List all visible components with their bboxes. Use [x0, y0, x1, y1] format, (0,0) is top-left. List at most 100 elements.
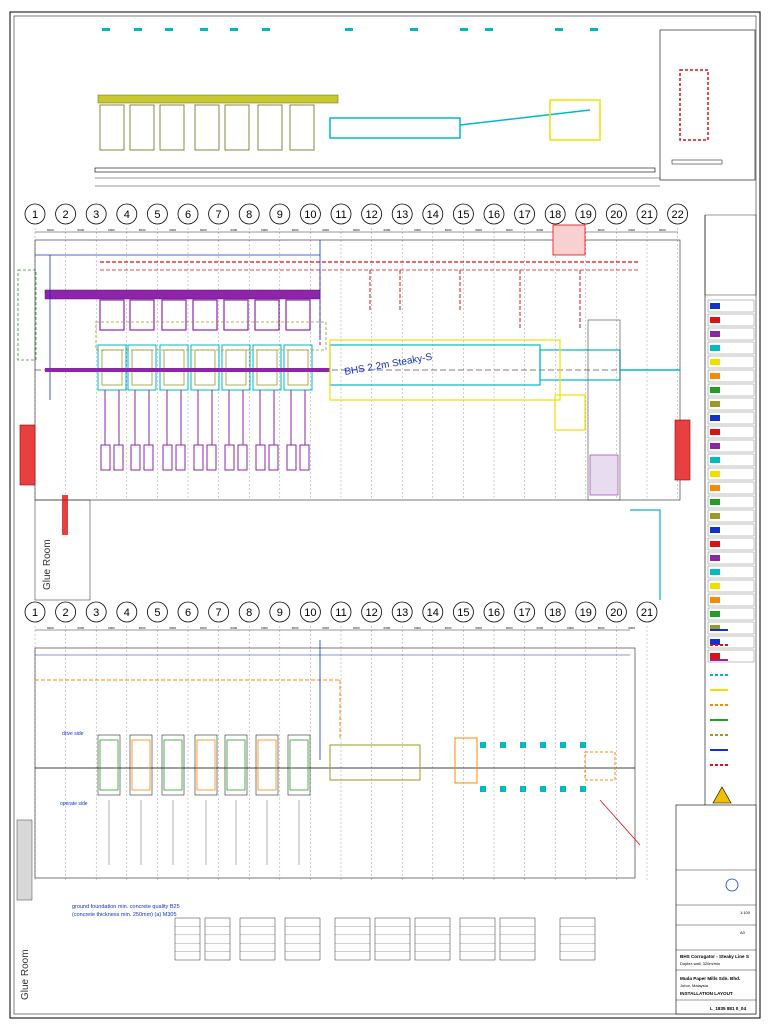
station-tag: [590, 28, 598, 31]
bottom-grid-bubble: [299, 601, 321, 623]
top-grid-spacing: 6000: [598, 228, 605, 232]
bottom-grid-spacing: 6000: [506, 626, 513, 630]
top-grid-number: 17: [518, 209, 530, 221]
legend-row: [707, 453, 755, 467]
wet-unit-head: [285, 299, 311, 331]
wet-end-units-top: [45, 299, 330, 471]
bottom-grid-bubble: [85, 601, 107, 623]
legend-row: [707, 411, 755, 425]
schedule-table: [204, 917, 231, 961]
top-grid-number: 15: [457, 209, 469, 221]
conveyor-foot: [520, 786, 526, 792]
roll-stand-foot: [130, 444, 141, 471]
station-tag: [134, 28, 142, 31]
conveyor-foot: [520, 742, 526, 748]
foundation-outline: [196, 739, 216, 791]
top-grid-number: 16: [488, 209, 500, 221]
legend-row: [707, 495, 755, 509]
roll-stand-foot: [143, 444, 154, 471]
bottom-grid-bubble: [116, 601, 138, 623]
bottom-grid-bubble: [606, 601, 627, 623]
top-grid-number: 20: [610, 209, 622, 221]
wet-unit-body: [159, 344, 189, 391]
bottom-grid-number: 15: [457, 607, 469, 619]
legend-swatch: [710, 443, 720, 449]
unit-6: [257, 104, 283, 151]
bottom-grid-spacing: 6000: [139, 626, 146, 630]
legend-swatch: [710, 387, 720, 393]
bridge-cyan: [329, 117, 461, 139]
legend-swatch: [710, 541, 720, 547]
tb-drawing-no: L_1835 881 0_04: [710, 1006, 746, 1011]
legend-row: [707, 341, 755, 355]
legend-row: [707, 579, 755, 593]
drawing-inner-frame: [13, 15, 757, 1015]
legend-swatch: [710, 639, 720, 645]
legend-swatch: [710, 499, 720, 505]
conveyor-foot: [560, 742, 566, 748]
top-grid-bubble: [544, 203, 566, 225]
top-grid-spacing: 6000: [292, 228, 299, 232]
wet-unit-head: [223, 299, 249, 331]
schedule-table: [559, 917, 596, 961]
glue-room-label: Glue Room: [42, 539, 53, 590]
wet-unit-core: [225, 349, 247, 386]
legend-swatch: [710, 303, 720, 309]
bottom-grid-bubble: [544, 601, 566, 623]
legend-swatch: [710, 373, 720, 379]
unit-1: [99, 104, 125, 151]
legend-row: [707, 621, 755, 635]
top-grid-number: 2: [63, 209, 69, 221]
top-grid-spacing: 6000: [384, 228, 391, 232]
bottom-grid-spacing: 6000: [628, 626, 635, 630]
schedule-table: [239, 917, 276, 961]
foundation-pad: [255, 734, 279, 796]
dry-end-yellow-frame: [329, 339, 561, 401]
unit-4: [194, 104, 220, 151]
line-title: BHS 2.2m Steaky-S: [344, 352, 434, 378]
legend-swatch: [710, 653, 720, 659]
station-tag: [200, 28, 208, 31]
legend-swatch: [710, 513, 720, 519]
company-logo: [725, 878, 739, 892]
legend-swatch: [710, 401, 720, 407]
legend-swatch: [710, 527, 720, 533]
legend-row: [707, 467, 755, 481]
glue-room-outline: [34, 499, 91, 601]
station-tag: [345, 28, 353, 31]
top-grid-bubble: [422, 203, 444, 225]
top-grid-number: 19: [580, 209, 592, 221]
top-grid-bubble: [24, 203, 46, 225]
legend-swatch: [710, 457, 720, 463]
top-grid-bubble: [636, 203, 658, 225]
top-grid-spacing: 6000: [475, 228, 482, 232]
title-block: 1:100 A0 BHS Corrugator - Steaky Line S …: [675, 804, 757, 1015]
station-tag: [410, 28, 418, 31]
drive-side-label: drive side: [62, 731, 84, 737]
stacker-purple: [589, 454, 619, 496]
elevation-base: [94, 167, 656, 173]
top-grid-number: 7: [216, 209, 222, 221]
top-grid-bubble: [391, 203, 413, 225]
wet-unit-head: [129, 299, 155, 331]
bottom-grid-number: 5: [154, 607, 160, 619]
wet-unit-body: [97, 344, 127, 391]
tb-customer: Muda Paper Mills Sdn. Bhd.: [680, 976, 740, 981]
bridge-cyan-2: [459, 109, 591, 126]
bottom-grid-bubble: [452, 601, 474, 623]
wet-unit-core: [131, 349, 153, 386]
bottom-grid-number: 18: [549, 607, 561, 619]
legend-row: [707, 481, 755, 495]
top-grid-number: 1: [32, 209, 38, 221]
bottom-grid-spacing: 6000: [47, 626, 54, 630]
top-grid-number: 8: [246, 209, 252, 221]
legend-row: [707, 649, 755, 663]
top-grid-spacing: 6000: [108, 228, 115, 232]
conveyor-foot: [540, 786, 546, 792]
foundation-outline: [163, 739, 183, 791]
wet-unit-body: [252, 344, 282, 391]
bottom-grid-spacing: 6000: [261, 626, 268, 630]
wet-unit-body: [283, 344, 313, 391]
bottom-grid-spacing: 6000: [384, 626, 391, 630]
